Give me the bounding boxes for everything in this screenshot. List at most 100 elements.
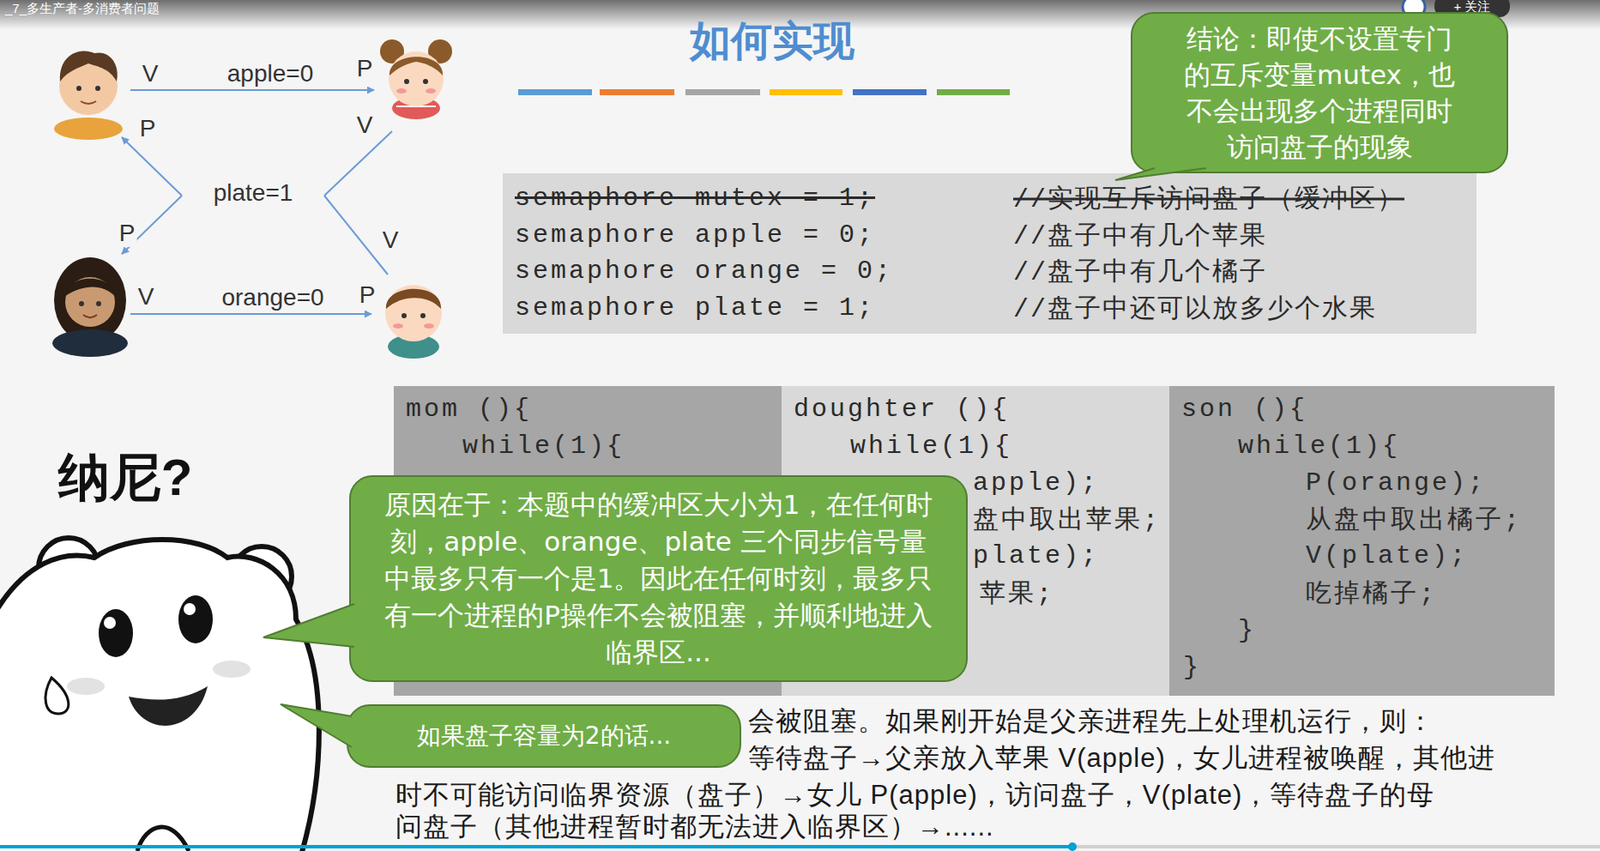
path-shape [65, 278, 115, 296]
note-line: 等待盘子→父亲放入苹果 V(apple)，女儿进程被唤醒，其他进 [748, 742, 1496, 774]
path-shape [386, 289, 441, 309]
code-comment: //盘子中有几个橘子 [1013, 253, 1268, 290]
circle-shape [404, 78, 410, 85]
circle-shape [401, 313, 407, 319]
code-line: 吃掉橘子; [1305, 575, 1437, 611]
color-bar [852, 89, 927, 96]
mother-figure [52, 257, 128, 357]
bear-cartoon [0, 537, 320, 851]
code-line: while(1){ [1237, 431, 1401, 461]
ellipse-shape [52, 329, 128, 357]
circle-shape [96, 301, 102, 307]
circle-shape [103, 616, 116, 629]
path-shape [389, 56, 443, 76]
note-line: 问盘子（其他进程暂时都无法进入临界区）→...... [395, 811, 995, 843]
ellipse-shape [54, 117, 123, 140]
color-bar [518, 89, 592, 96]
path-shape [45, 677, 69, 714]
callout-text: 结论：即使不设置专门的互斥变量mutex，也不会出现多个进程同时访问盘子的现象 [1173, 20, 1466, 165]
ellipse-shape [66, 677, 105, 695]
circle-shape [95, 85, 101, 91]
exclaim-text: 纳尼? [58, 447, 194, 508]
color-bar [936, 89, 1010, 96]
code-line: apple); [972, 468, 1099, 498]
callout-bubble: 如果盘子容量为2的话... [346, 704, 742, 768]
code-line: P(orange); [1305, 468, 1486, 498]
circle-shape [76, 85, 82, 91]
progress-bar [0, 845, 1073, 849]
op-label: V [140, 60, 161, 88]
plain-line [324, 195, 388, 275]
note-line: 会被阻塞。如果刚开始是父亲进程先上处理机运行，则： [748, 706, 1435, 737]
code-line: semaphore mutex = 1; [514, 183, 876, 213]
code-line: plate); [972, 541, 1099, 571]
op-label: P [357, 281, 378, 309]
path-shape [0, 539, 320, 851]
code-box: semaphore mutex = 1; //实现互斥访问盘子（缓冲区） semap… [502, 173, 1477, 334]
color-bar [599, 89, 675, 96]
daughter-figure [380, 39, 453, 120]
code-line: mom (){ [405, 394, 532, 424]
code-line: semaphore plate = 1; [514, 293, 876, 323]
code-line: while(1){ [462, 431, 625, 461]
progress-track [0, 845, 1600, 849]
circle-shape [65, 277, 115, 327]
circle-shape [388, 51, 444, 107]
path-shape [83, 314, 97, 318]
op-label: V [355, 111, 375, 139]
bubble-body [347, 705, 741, 767]
path-shape [80, 101, 97, 104]
ellipse-shape [212, 660, 251, 678]
code-line: } [1183, 652, 1202, 683]
arrow-line [130, 89, 375, 91]
bubble-tail [280, 704, 352, 748]
semaphore-label: plate=1 [211, 179, 296, 207]
circle-shape [78, 301, 85, 307]
plain-line [324, 131, 393, 196]
callout-bubble: 结论：即使不设置专门的互斥变量mutex，也不会出现多个进程同时访问盘子的现象 [1130, 12, 1509, 174]
op-label: V [380, 226, 401, 254]
code-line: while(1){ [850, 431, 1013, 461]
code-line: V(plate); [1305, 541, 1468, 571]
circle-shape [183, 603, 196, 616]
ellipse-shape [98, 609, 133, 658]
video-title: _7_多生产者-多消费者问题 [5, 0, 160, 16]
ellipse-shape [425, 88, 436, 94]
code-line: doughter (){ [793, 394, 1010, 424]
code-line: } [1237, 615, 1256, 646]
progress-knob [1068, 842, 1077, 851]
bubble-tail [263, 603, 355, 647]
arrow-line [121, 137, 182, 196]
ellipse-shape [392, 323, 404, 329]
color-bar [769, 89, 843, 96]
op-label: P [117, 219, 138, 248]
op-label: P [355, 54, 375, 83]
callout-text: 如果盘子容量为2的话... [363, 720, 725, 752]
note-line: 时不可能访问临界资源（盘子）→女儿 P(apple)，访问盘子，V(plate)… [395, 779, 1435, 811]
circle-shape [420, 313, 426, 319]
circle-shape [385, 284, 442, 342]
ellipse-shape [423, 323, 435, 329]
arrow-line [130, 313, 372, 315]
father-figure [54, 51, 123, 140]
op-label: P [138, 114, 158, 143]
bubble-body [1131, 12, 1508, 173]
code-line: 盘中取出苹果; [972, 501, 1161, 538]
ellipse-shape [178, 595, 213, 644]
callout-bubble: 原因在于：本题中的缓冲区大小为1，在任何时刻，apple、orange、plat… [349, 475, 968, 683]
slide-title: 如何实现 [689, 13, 855, 69]
code-comment: //实现互斥访问盘子（缓冲区） [1013, 181, 1405, 217]
circle-shape [422, 78, 429, 85]
bubble-body [350, 476, 967, 682]
semaphore-label: apple=0 [225, 60, 315, 88]
path-shape [128, 686, 208, 726]
op-label: V [136, 283, 157, 311]
code-comment: //盘子中有几个苹果 [1013, 217, 1268, 254]
code-line: son (){ [1181, 394, 1308, 424]
son-figure [385, 284, 442, 359]
code-line: 苹果; [979, 575, 1055, 611]
code-panel: son (){while(1){P(orange);从盘中取出橘子;V(plat… [1169, 386, 1555, 696]
color-bar [685, 89, 761, 96]
code-line: semaphore orange = 0; [514, 256, 894, 286]
